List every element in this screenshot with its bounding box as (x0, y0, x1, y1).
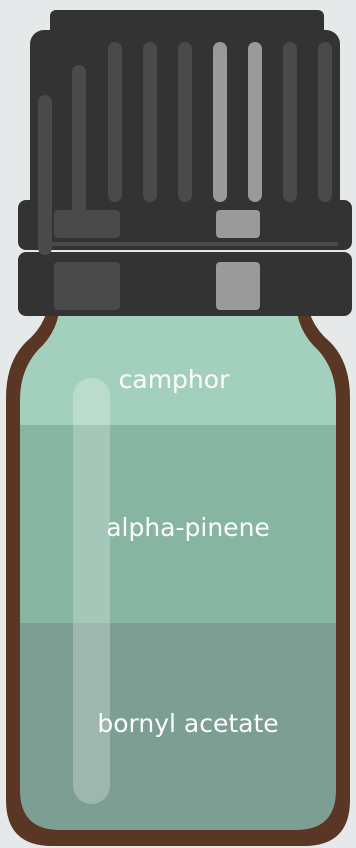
cap-rib (108, 42, 122, 202)
label-bornyl-acetate: bornyl acetate (97, 709, 278, 738)
layer-camphor (20, 300, 336, 425)
bottle-cap (18, 10, 352, 316)
cap-block-lower-left (54, 262, 120, 310)
layer-alpha-pinene (20, 425, 336, 623)
cap-rib (318, 42, 332, 202)
liquid-layers (20, 300, 336, 830)
cap-block-upper-right (216, 210, 260, 238)
cap-line (38, 242, 338, 246)
cap-block-upper-left (54, 210, 120, 238)
label-alpha-pinene: alpha-pinene (106, 513, 270, 542)
cap-rib (248, 42, 262, 202)
cap-block-lower-right (216, 262, 260, 310)
glass-highlight (73, 378, 110, 804)
cap-rib (38, 95, 52, 255)
cap-rib (178, 42, 192, 202)
cap-rib (72, 65, 86, 235)
cap-rib (143, 42, 157, 202)
label-camphor: camphor (119, 365, 230, 394)
layer-bornyl-acetate (20, 623, 336, 830)
cap-rib (283, 42, 297, 202)
cap-rib (213, 42, 227, 202)
